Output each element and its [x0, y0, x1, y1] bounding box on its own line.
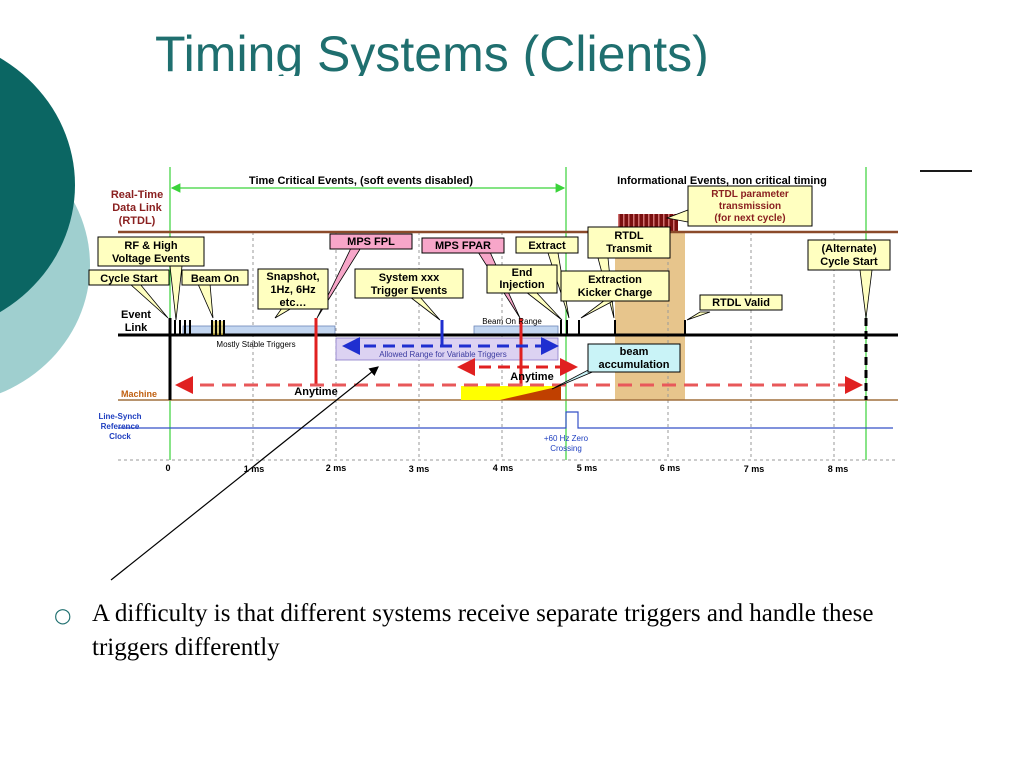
- rf-high-voltage-label-2: Voltage Events: [112, 253, 190, 265]
- line-synch-clock-trace: [118, 411, 893, 429]
- svg-text:(RTDL): (RTDL): [119, 215, 156, 227]
- tick-6: 6 ms: [660, 463, 681, 473]
- axis-tick-labels: 0 1 ms 2 ms 3 ms 4 ms 5 ms 6 ms 7 ms 8 m…: [165, 463, 848, 474]
- tick-2: 2 ms: [326, 463, 347, 473]
- event-link-label: Event Link: [121, 309, 151, 334]
- alternate-cycle-label-1: (Alternate): [821, 243, 876, 255]
- bullet-text: A difficulty is that different systems r…: [92, 600, 874, 661]
- snapshot-label-3: etc…: [280, 297, 307, 309]
- tick-1: 1 ms: [244, 464, 265, 474]
- rtdl-transmit-label-2: Transmit: [606, 243, 652, 255]
- svg-text:transmission: transmission: [719, 201, 781, 212]
- beam-on-range-label: Beam On Range: [482, 317, 542, 326]
- beam-accumulation-label-1: beam: [620, 346, 649, 358]
- svg-text:Event: Event: [121, 309, 151, 321]
- tick-7: 7 ms: [744, 464, 765, 474]
- snapshot-label-1: Snapshot,: [266, 271, 319, 283]
- dark-teal-circle: [0, 57, 75, 313]
- extraction-kicker-label-2: Kicker Charge: [578, 287, 653, 299]
- informational-header: Informational Events, non critical timin…: [617, 175, 827, 187]
- end-injection-label-1: End: [512, 267, 533, 279]
- system-xxx-label-1: System xxx: [379, 272, 440, 284]
- event-ticks: [174, 320, 686, 335]
- svg-text:Real-Time: Real-Time: [111, 189, 163, 201]
- rtdl-parameter-label: RTDL parameter transmission (for next cy…: [711, 189, 789, 224]
- mostly-stable-label: Mostly Stable Triggers: [216, 340, 295, 349]
- svg-text:Link: Link: [125, 322, 148, 334]
- rtdl-band-label: Real-Time Data Link (RTDL): [111, 189, 163, 227]
- machine-label: Machine: [121, 389, 157, 399]
- top-rule: [920, 170, 972, 172]
- tick-8: 8 ms: [828, 464, 849, 474]
- extraction-kicker-label-1: Extraction: [588, 274, 642, 286]
- cycle-start-label: Cycle Start: [100, 273, 158, 285]
- beam-on-ticks: [213, 321, 223, 335]
- anytime-right-label: Anytime: [510, 371, 553, 383]
- svg-text:Crossing: Crossing: [550, 444, 582, 453]
- beam-on-range-box: [473, 325, 559, 335]
- system-xxx-label-2: Trigger Events: [371, 285, 447, 297]
- time-critical-header: Time Critical Events, (soft events disab…: [249, 175, 473, 187]
- annotation-arrow: [110, 366, 379, 581]
- callout-boxes: [88, 185, 891, 311]
- mostly-stable-box: [182, 325, 336, 335]
- mps-fpar-label: MPS FPAR: [435, 240, 491, 252]
- beam-accumulation-box: [587, 343, 681, 373]
- tick-0: 0: [165, 463, 170, 473]
- rtdl-valid-label: RTDL Valid: [712, 297, 770, 309]
- tick-5: 5 ms: [577, 463, 598, 473]
- svg-text:+60 Hz Zero: +60 Hz Zero: [544, 434, 589, 443]
- svg-text:Reference: Reference: [101, 422, 140, 431]
- beam-accumulation-label-2: accumulation: [599, 359, 670, 371]
- beam-on-label: Beam On: [191, 273, 240, 285]
- line-synch-label: Line-Synch Reference Clock: [98, 412, 141, 441]
- svg-text:RTDL parameter: RTDL parameter: [711, 189, 789, 200]
- slide-title: Timing Systems (Clients): [155, 26, 709, 76]
- extract-label: Extract: [528, 240, 566, 252]
- rf-high-voltage-label-1: RF & High: [124, 240, 177, 252]
- snapshot-label-2: 1Hz, 6Hz: [270, 284, 316, 296]
- mps-fpar-box: [421, 237, 505, 254]
- end-injection-label-2: Injection: [499, 279, 545, 291]
- tick-4: 4 ms: [493, 463, 514, 473]
- rtdl-transmit-label-1: RTDL: [614, 230, 644, 242]
- hollow-circle-bullet-icon: ○: [54, 603, 72, 627]
- tick-3: 3 ms: [409, 464, 430, 474]
- alternate-cycle-label-2: Cycle Start: [820, 256, 878, 268]
- zero-crossing-label: +60 Hz Zero Crossing: [544, 434, 589, 453]
- svg-text:Clock: Clock: [109, 432, 131, 441]
- mps-fpl-box: [329, 233, 413, 250]
- mps-fpl-label: MPS FPL: [347, 236, 395, 248]
- anytime-left-label: Anytime: [294, 386, 337, 398]
- svg-text:Data Link: Data Link: [112, 202, 162, 214]
- svg-text:(for next cycle): (for next cycle): [714, 213, 785, 224]
- allowed-range-label: Allowed Range for Variable Triggers: [379, 350, 506, 359]
- svg-text:Line-Synch: Line-Synch: [98, 412, 141, 421]
